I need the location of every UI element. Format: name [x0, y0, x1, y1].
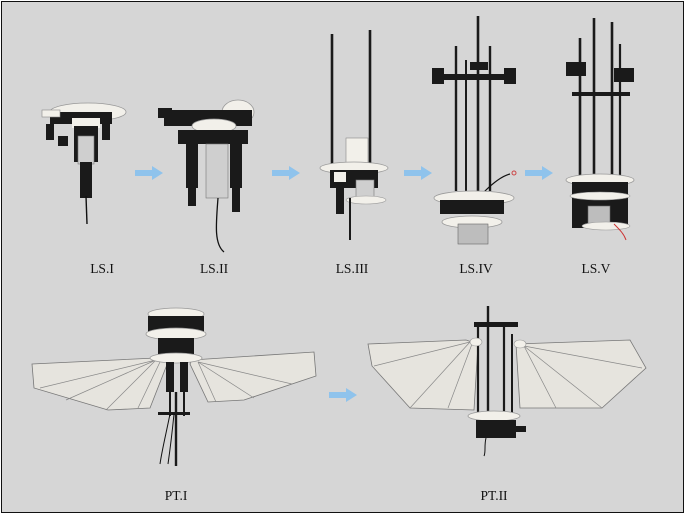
prototype-label-pt2: PT.II — [480, 488, 508, 503]
assembly-stage-ls1-photo — [36, 96, 128, 226]
arrow-right-icon — [135, 166, 163, 180]
prototype-label-pt1: PT.I — [164, 488, 188, 503]
arrow-right-icon — [525, 166, 553, 180]
assembly-stage-ls2-photo — [158, 94, 262, 256]
stage-label-ls1: LS.I — [90, 261, 114, 276]
arrow-right-icon — [329, 388, 357, 402]
arrow-right-icon — [272, 166, 300, 180]
prototype-pt2-photo — [366, 304, 652, 457]
prototype-pt1-photo — [30, 304, 320, 470]
stage-label-ls3: LS.III — [335, 261, 369, 276]
stage-label-ls5: LS.V — [581, 261, 611, 276]
assembly-stage-ls4-photo — [428, 16, 520, 248]
stage-label-ls2: LS.II — [199, 261, 229, 276]
assembly-stage-ls5-photo — [560, 18, 640, 246]
arrow-right-icon — [404, 166, 432, 180]
stage-label-ls4: LS.IV — [459, 261, 493, 276]
assembly-stage-ls3-photo — [316, 30, 396, 242]
